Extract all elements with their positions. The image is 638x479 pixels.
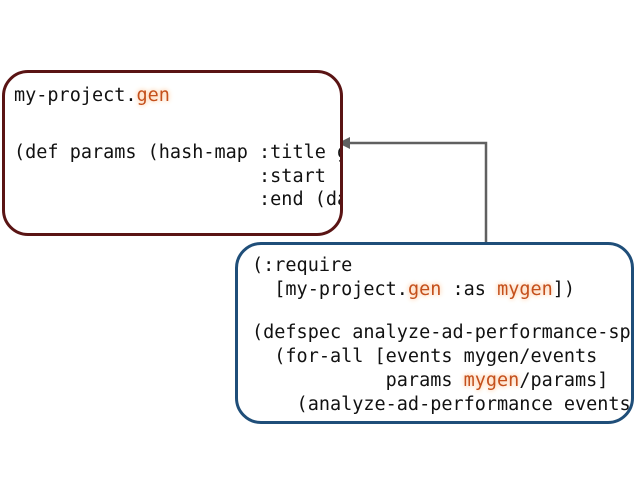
- code-text: params: [252, 370, 464, 391]
- code-line: (defspec analyze-ad-performance-sp: [252, 321, 631, 344]
- spec-namespace-box: (:require [my-project.gen :as mygen]) (de…: [235, 242, 634, 424]
- code-text: (analyze-ad-performance events: [252, 394, 631, 415]
- code-text: (defspec analyze-ad-performance-sp: [252, 322, 631, 343]
- highlighted-token: gen: [407, 279, 442, 300]
- code-text: [my-project.: [252, 279, 408, 300]
- code-line: :end (da: [14, 188, 343, 211]
- code-text: ]): [552, 279, 576, 300]
- arrowhead-icon: [338, 137, 350, 149]
- generator-namespace-box: my-project.gen (def params (hash-map :tit…: [2, 70, 343, 236]
- code-line: :start (: [14, 165, 343, 188]
- code-line: my-project.gen: [14, 84, 170, 107]
- code-text: :end (da: [14, 189, 343, 210]
- code-line: (analyze-ad-performance events: [252, 393, 631, 416]
- code-text: (:require: [252, 255, 353, 276]
- code-line: params mygen/params]: [252, 369, 609, 392]
- highlighted-token: gen: [136, 85, 170, 106]
- code-text: :as: [441, 279, 498, 300]
- code-text: /params]: [519, 370, 609, 391]
- highlighted-token: mygen: [463, 370, 520, 391]
- code-line: (for-all [events mygen/events: [252, 345, 597, 368]
- code-text: :start (: [14, 166, 343, 187]
- code-line: (:require: [252, 254, 352, 277]
- code-line: [my-project.gen :as mygen]): [252, 278, 575, 301]
- code-line: (def params (hash-map :title g: [14, 141, 343, 164]
- code-text: my-project.: [14, 85, 137, 106]
- highlighted-token: mygen: [497, 279, 553, 300]
- code-text: (def params (hash-map :title g: [14, 142, 343, 163]
- code-text: (for-all [events mygen/events: [252, 346, 598, 367]
